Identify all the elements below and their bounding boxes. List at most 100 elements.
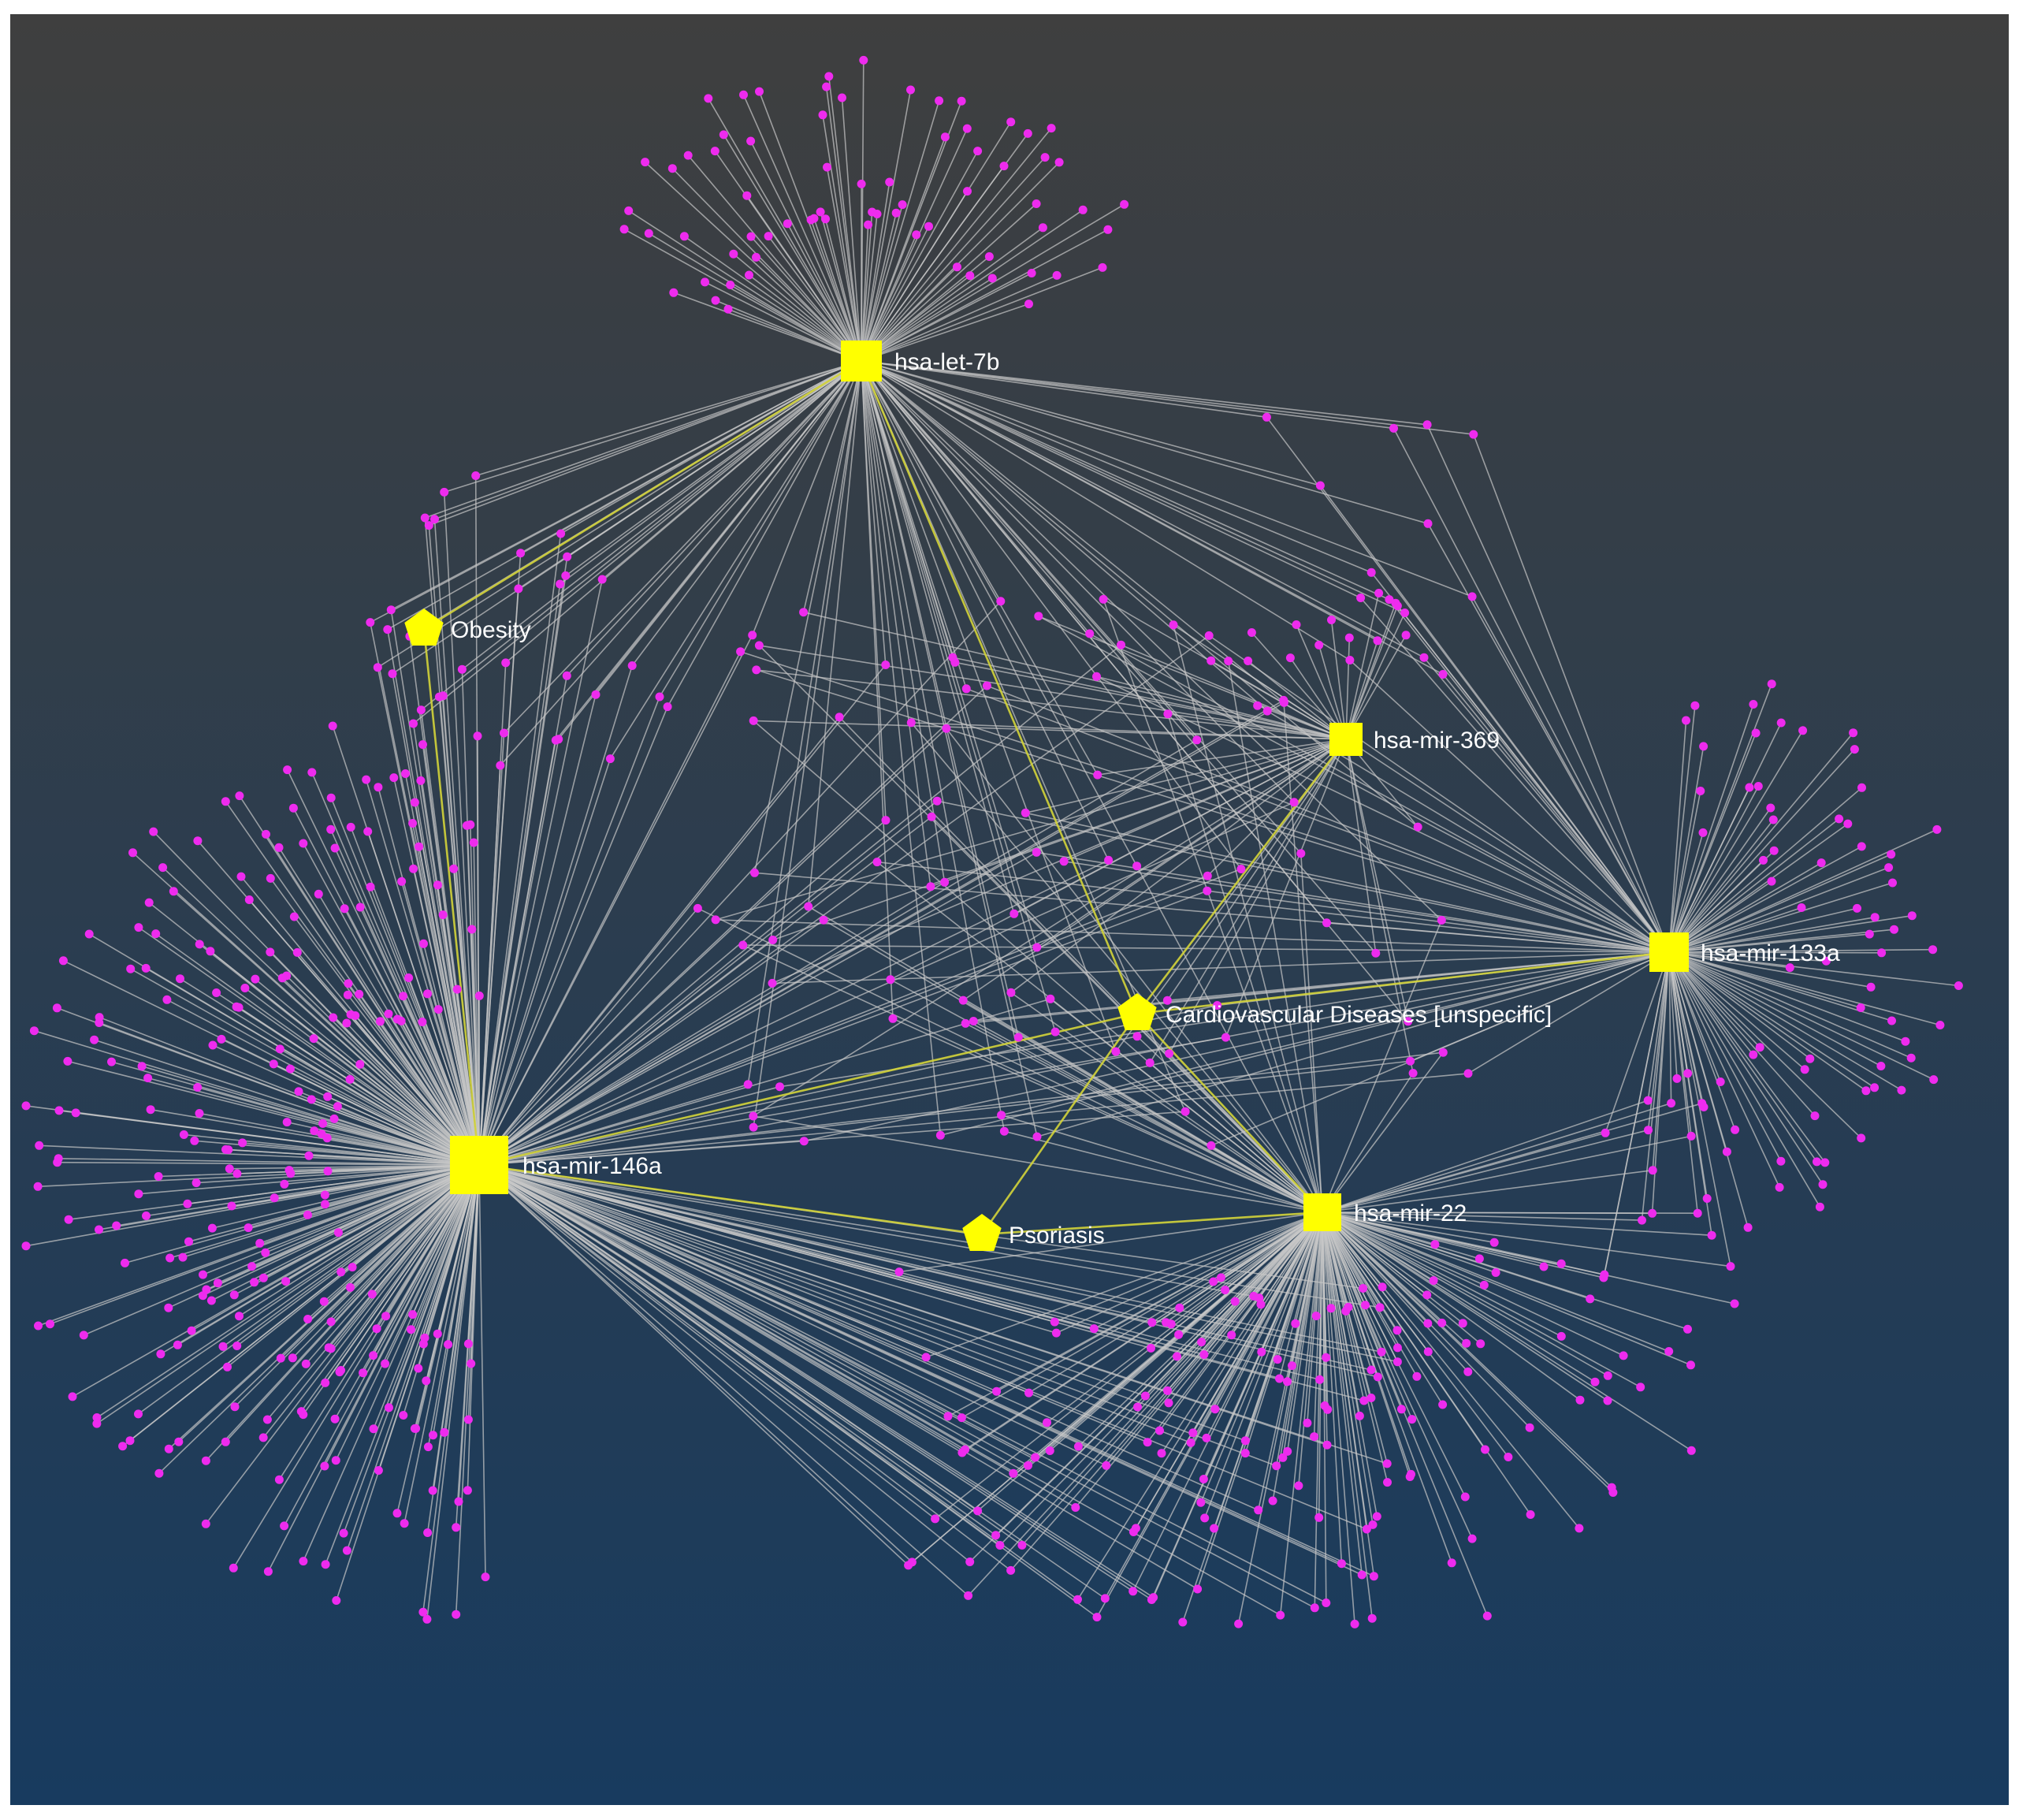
target-node[interactable] xyxy=(1698,828,1708,837)
target-node[interactable] xyxy=(270,1193,279,1203)
target-node[interactable] xyxy=(987,274,997,283)
target-node[interactable] xyxy=(408,819,418,828)
target-node[interactable] xyxy=(881,816,891,825)
target-node[interactable] xyxy=(710,147,719,156)
target-node[interactable] xyxy=(1199,1475,1208,1483)
target-node[interactable] xyxy=(1373,1372,1382,1382)
target-node[interactable] xyxy=(191,1178,201,1188)
target-node[interactable] xyxy=(304,1151,314,1160)
target-node[interactable] xyxy=(258,1273,268,1282)
target-node[interactable] xyxy=(408,1310,418,1319)
target-node[interactable] xyxy=(1283,1377,1292,1386)
target-node[interactable] xyxy=(235,791,244,801)
target-node[interactable] xyxy=(1275,1374,1284,1383)
target-node[interactable] xyxy=(1291,1319,1300,1328)
target-node[interactable] xyxy=(415,842,424,851)
target-node[interactable] xyxy=(396,1016,406,1025)
target-node[interactable] xyxy=(409,719,418,728)
target-node[interactable] xyxy=(1279,695,1288,705)
target-node[interactable] xyxy=(381,1359,390,1368)
target-node[interactable] xyxy=(389,773,399,783)
target-node[interactable] xyxy=(1341,1306,1351,1316)
target-node[interactable] xyxy=(641,158,650,167)
target-node[interactable] xyxy=(331,1456,340,1465)
target-node[interactable] xyxy=(1046,994,1055,1003)
target-node[interactable] xyxy=(1857,1133,1866,1143)
target-node[interactable] xyxy=(326,793,336,802)
target-node[interactable] xyxy=(1236,865,1246,873)
target-node[interactable] xyxy=(1767,877,1776,886)
target-node[interactable] xyxy=(1749,1050,1758,1059)
target-node[interactable] xyxy=(748,631,757,640)
target-node[interactable] xyxy=(301,1359,310,1368)
target-node[interactable] xyxy=(1438,1048,1448,1057)
target-node[interactable] xyxy=(423,989,432,999)
target-node[interactable] xyxy=(309,1034,318,1044)
target-node[interactable] xyxy=(1357,1570,1366,1580)
target-node[interactable] xyxy=(912,230,921,240)
target-node[interactable] xyxy=(886,975,895,984)
target-node[interactable] xyxy=(1234,1619,1244,1628)
target-node[interactable] xyxy=(162,995,172,1004)
target-node[interactable] xyxy=(1805,1054,1815,1063)
target-node[interactable] xyxy=(1437,1318,1447,1327)
target-node[interactable] xyxy=(1098,262,1107,272)
target-node[interactable] xyxy=(52,1003,61,1013)
target-node[interactable] xyxy=(1702,1194,1712,1203)
target-node[interactable] xyxy=(1240,1436,1250,1446)
target-node[interactable] xyxy=(187,1326,196,1335)
target-node[interactable] xyxy=(71,1108,80,1118)
target-node[interactable] xyxy=(1716,1077,1725,1086)
target-node[interactable] xyxy=(344,979,353,988)
target-node[interactable] xyxy=(438,910,448,920)
target-node[interactable] xyxy=(169,887,178,896)
target-node[interactable] xyxy=(1820,1158,1830,1167)
target-node[interactable] xyxy=(292,947,302,957)
target-node[interactable] xyxy=(324,1343,333,1353)
target-node[interactable] xyxy=(141,963,151,973)
target-node[interactable] xyxy=(973,1506,983,1516)
target-node[interactable] xyxy=(217,1034,226,1044)
target-node[interactable] xyxy=(318,1118,328,1128)
target-node[interactable] xyxy=(1504,1453,1513,1461)
target-node[interactable] xyxy=(1178,1617,1188,1627)
target-node[interactable] xyxy=(1429,1276,1438,1286)
target-node[interactable] xyxy=(1422,420,1432,430)
target-node[interactable] xyxy=(1310,1603,1319,1613)
target-node[interactable] xyxy=(932,796,942,806)
target-node[interactable] xyxy=(1749,700,1758,709)
target-node[interactable] xyxy=(1210,1405,1220,1414)
target-node[interactable] xyxy=(1372,1512,1381,1521)
target-node[interactable] xyxy=(1027,269,1036,277)
target-node[interactable] xyxy=(1221,1033,1230,1042)
target-node[interactable] xyxy=(1356,594,1366,602)
target-node[interactable] xyxy=(434,692,444,702)
target-node[interactable] xyxy=(258,1433,268,1442)
target-node[interactable] xyxy=(961,684,971,694)
target-node[interactable] xyxy=(711,296,720,305)
target-node[interactable] xyxy=(1093,770,1102,780)
target-node[interactable] xyxy=(1686,1360,1695,1370)
target-node[interactable] xyxy=(307,768,317,777)
hub-mir22[interactable]: hsa-mir-22 xyxy=(1303,1193,1467,1231)
target-node[interactable] xyxy=(743,1080,753,1089)
target-node[interactable] xyxy=(384,1009,393,1018)
target-node[interactable] xyxy=(381,1312,391,1321)
target-node[interactable] xyxy=(1479,1280,1489,1290)
target-node[interactable] xyxy=(95,1225,103,1234)
target-node[interactable] xyxy=(266,947,275,957)
target-node[interactable] xyxy=(481,1572,490,1582)
target-node[interactable] xyxy=(471,471,481,480)
target-node[interactable] xyxy=(554,735,563,744)
target-node[interactable] xyxy=(1031,1453,1040,1462)
target-node[interactable] xyxy=(173,1340,182,1349)
target-node[interactable] xyxy=(322,1133,332,1143)
target-node[interactable] xyxy=(1697,1099,1707,1108)
target-node[interactable] xyxy=(1192,735,1202,745)
target-node[interactable] xyxy=(1073,1595,1082,1604)
target-node[interactable] xyxy=(362,775,371,784)
target-node[interactable] xyxy=(92,1413,102,1422)
target-node[interactable] xyxy=(1753,782,1763,791)
target-node[interactable] xyxy=(906,718,916,728)
target-node[interactable] xyxy=(68,1392,77,1401)
